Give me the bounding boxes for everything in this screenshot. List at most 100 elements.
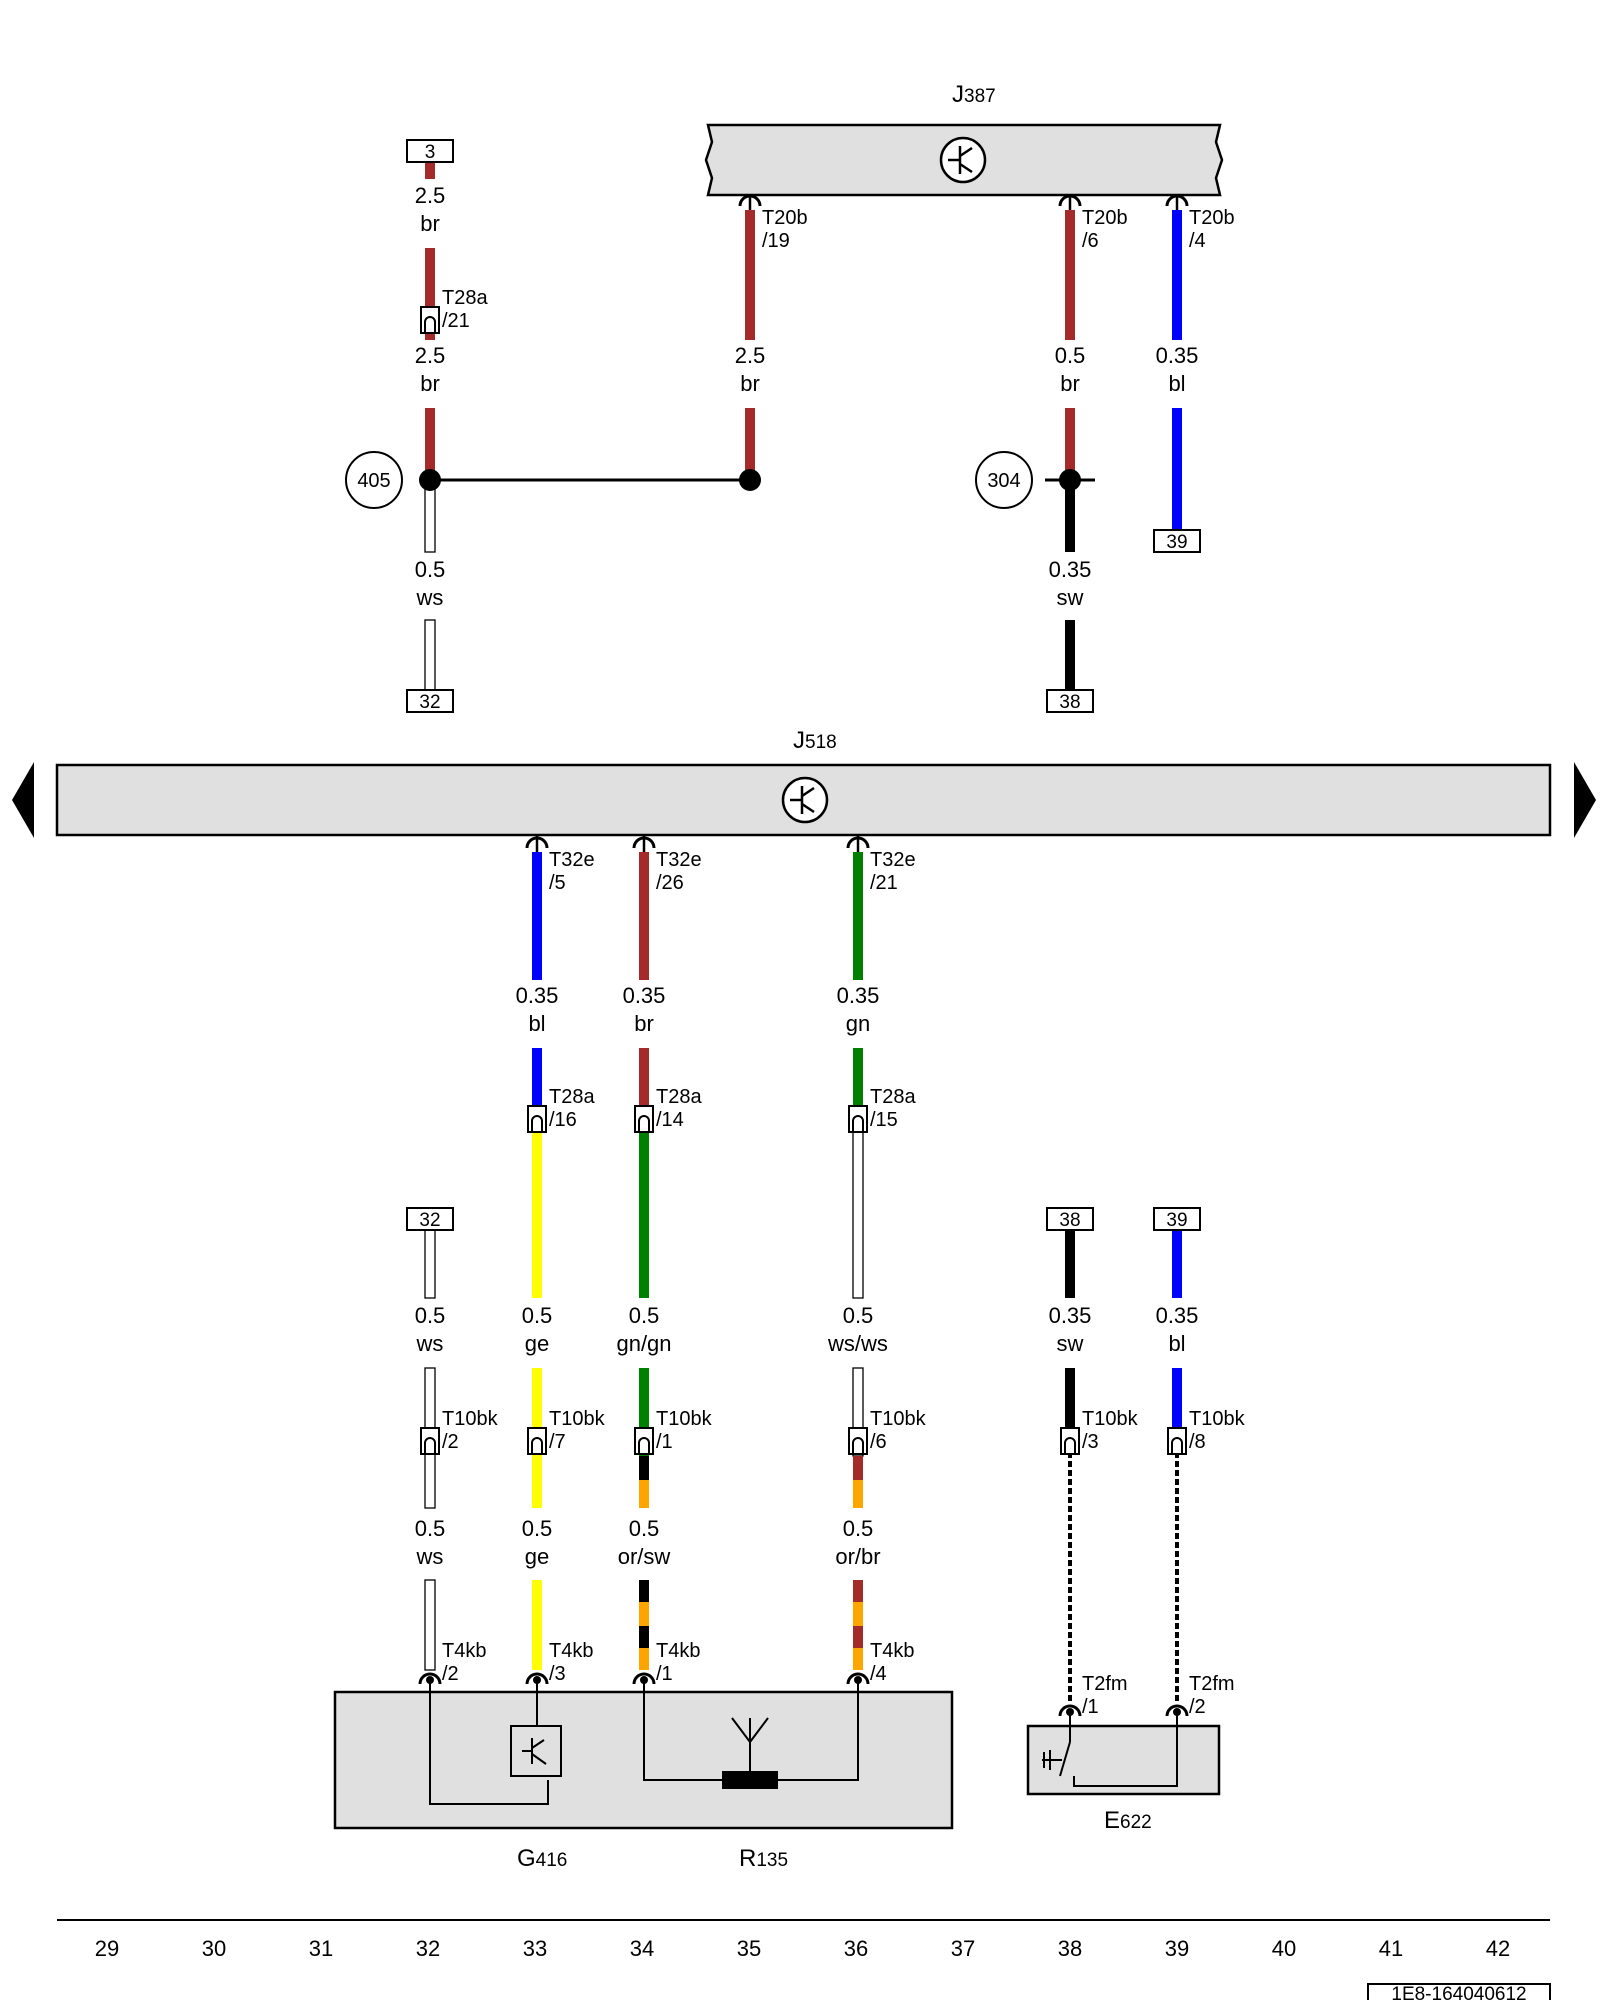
svg-text:38: 38 xyxy=(1059,692,1080,713)
wire-bl-0.35-t39 xyxy=(1172,210,1182,530)
svg-text:T28a/21: T28a/21 xyxy=(442,287,488,332)
wire-label: 0.35 gn xyxy=(837,983,880,1036)
track-number: 37 xyxy=(951,1936,975,1961)
connector-pin-t32e-5[interactable]: T32e/5 xyxy=(525,836,595,894)
svg-text:or/br: or/br xyxy=(835,1544,880,1569)
wire-label: 0.5ge xyxy=(522,1303,553,1356)
component-j387[interactable]: J387 xyxy=(704,81,1224,197)
connector-pin-t4kb-1[interactable]: T4kb/1 xyxy=(632,1640,700,1685)
connector-pin-t10bk-3[interactable]: T10bk/3 xyxy=(1060,1408,1139,1455)
svg-text:0.5: 0.5 xyxy=(843,1303,874,1328)
wire-label: 0.5ws xyxy=(415,1303,446,1356)
ref-box-39[interactable]: 39 xyxy=(1153,1207,1201,1231)
svg-text:0.35: 0.35 xyxy=(837,983,880,1008)
wire-or-br-0.5-t36 xyxy=(853,1456,863,1670)
svg-text:0.35: 0.35 xyxy=(1049,557,1092,582)
track-number: 40 xyxy=(1272,1936,1296,1961)
ref-box-38[interactable]: 38 xyxy=(1046,689,1094,713)
ref-box-32[interactable]: 32 xyxy=(406,689,454,713)
connector-pin-t2fm-1[interactable]: T2fm/1 xyxy=(1058,1673,1128,1718)
svg-text:T4kb/3: T4kb/3 xyxy=(549,1640,593,1685)
connector-pin-t32e-21[interactable]: T32e/21 xyxy=(846,836,916,894)
junction-dot xyxy=(419,469,441,491)
wire-sw-0.35-t38-lower xyxy=(1065,1230,1075,1428)
svg-text:T20b/19: T20b/19 xyxy=(762,207,808,252)
connector-pin-t28a-16[interactable]: T28a/16 xyxy=(527,1086,595,1133)
svg-text:sw: sw xyxy=(1057,585,1084,610)
svg-text:ws: ws xyxy=(416,1544,444,1569)
connector-pin-t2fm-2[interactable]: T2fm/2 xyxy=(1165,1673,1235,1718)
connector-pin-t10bk-2[interactable]: T10bk/2 xyxy=(420,1408,499,1455)
svg-text:38: 38 xyxy=(1059,1210,1080,1231)
connector-pin-t28a-21[interactable]: T28a/21 xyxy=(420,287,488,334)
svg-text:T32e/5: T32e/5 xyxy=(549,849,595,894)
connector-pin-t10bk-8[interactable]: T10bk/8 xyxy=(1167,1408,1246,1455)
ref-box-3[interactable]: 3 xyxy=(406,139,454,163)
ref-box-38[interactable]: 38 xyxy=(1046,1207,1094,1231)
svg-text:0.5: 0.5 xyxy=(1055,343,1086,368)
connector-pin-t20b-19[interactable]: T20b/19 xyxy=(738,194,808,252)
document-reference: 1E8-164040612 xyxy=(1367,1983,1551,2000)
wire-label: 0.35 sw xyxy=(1049,557,1092,610)
svg-text:0.35: 0.35 xyxy=(516,983,559,1008)
svg-text:32: 32 xyxy=(419,692,440,713)
svg-text:0.5: 0.5 xyxy=(629,1516,660,1541)
wire-label: 0.5gn/gn xyxy=(616,1303,671,1356)
component-g416-r135[interactable]: G416 R135 xyxy=(333,1680,954,1872)
continuation-arrow-right-icon xyxy=(1574,762,1596,838)
wire-bl-0.35-t39-lower xyxy=(1172,1230,1182,1428)
svg-text:3: 3 xyxy=(425,142,436,163)
svg-text:0.5: 0.5 xyxy=(415,557,446,582)
svg-text:T4kb/2: T4kb/2 xyxy=(442,1640,486,1685)
svg-text:br: br xyxy=(740,371,760,396)
svg-text:bl: bl xyxy=(1168,371,1185,396)
connection-circle-405[interactable]: 405 xyxy=(345,451,403,509)
wire-br-0.5-t38 xyxy=(1065,210,1075,472)
connector-pin-t20b-6[interactable]: T20b/6 xyxy=(1058,194,1128,252)
svg-text:0.5: 0.5 xyxy=(629,1303,660,1328)
track-number: 31 xyxy=(309,1936,333,1961)
svg-text:0.35: 0.35 xyxy=(1156,1303,1199,1328)
switch-icon xyxy=(1042,1741,1071,1777)
connector-pin-t10bk-1[interactable]: T10bk/1 xyxy=(634,1408,713,1455)
track-number: 34 xyxy=(630,1936,654,1961)
component-e622[interactable]: E622 xyxy=(1026,1714,1221,1834)
connector-pin-t10bk-6[interactable]: T10bk/6 xyxy=(848,1408,927,1455)
svg-text:405: 405 xyxy=(357,470,390,492)
connector-pin-t10bk-7[interactable]: T10bk/7 xyxy=(527,1408,606,1455)
svg-text:32: 32 xyxy=(419,1210,440,1231)
svg-text:ws/ws: ws/ws xyxy=(827,1331,888,1356)
wire-bl-0.35-t33 xyxy=(532,852,542,1106)
svg-text:br: br xyxy=(634,1011,654,1036)
connector-pin-t4kb-2[interactable]: T4kb/2 xyxy=(418,1640,486,1685)
connection-circle-304[interactable]: 304 xyxy=(975,451,1033,509)
continuation-arrow-left-icon xyxy=(12,762,34,838)
svg-text:ge: ge xyxy=(525,1331,549,1356)
svg-text:sw: sw xyxy=(1057,1331,1084,1356)
ref-box-32[interactable]: 32 xyxy=(406,1207,454,1231)
connector-pin-t28a-14[interactable]: T28a/14 xyxy=(634,1086,702,1133)
wire-label: 0.5 ws/ws xyxy=(827,1303,888,1356)
svg-text:gn: gn xyxy=(846,1011,870,1036)
wire-label: 0.5ws xyxy=(415,1516,446,1569)
component-j518[interactable]: J518 xyxy=(55,727,1552,837)
wire-or-sw-0.5-t34 xyxy=(639,1456,649,1670)
ref-box-39[interactable]: 39 xyxy=(1153,529,1201,553)
svg-text:T2fm/1: T2fm/1 xyxy=(1082,1673,1128,1718)
twisted-pair-wire xyxy=(1068,1452,1179,1702)
svg-text:0.35: 0.35 xyxy=(623,983,666,1008)
connector-pin-t20b-4[interactable]: T20b/4 xyxy=(1165,194,1235,252)
svg-text:br: br xyxy=(420,211,440,236)
connector-pin-t28a-15[interactable]: T28a/15 xyxy=(848,1086,916,1133)
connector-pin-t32e-26[interactable]: T32e/26 xyxy=(632,836,702,894)
svg-text:0.35: 0.35 xyxy=(1156,343,1199,368)
connector-pin-t4kb-4[interactable]: T4kb/4 xyxy=(846,1640,914,1685)
wire-label: 0.5or/sw xyxy=(618,1516,671,1569)
wire-gn-0.35-t36 xyxy=(853,852,863,1106)
component-label-e622: E622 xyxy=(1104,1807,1152,1834)
connector-pin-t4kb-3[interactable]: T4kb/3 xyxy=(525,1640,593,1685)
track-number: 38 xyxy=(1058,1936,1082,1961)
control-unit-icon xyxy=(939,136,987,184)
